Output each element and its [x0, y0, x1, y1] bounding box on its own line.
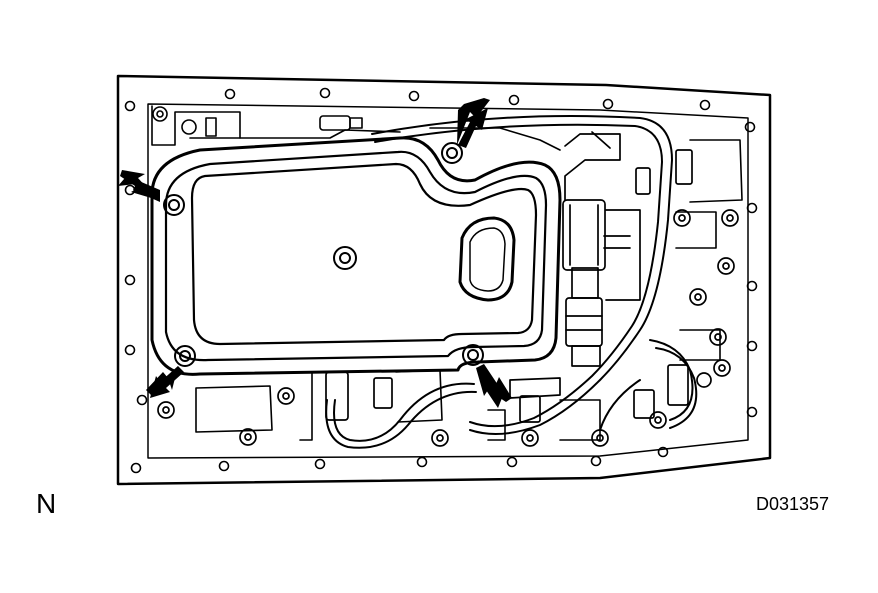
case-outline: [116, 74, 772, 486]
solenoid-assembly: [562, 131, 641, 367]
arrow-icon: [458, 108, 488, 148]
harness-connectors: [325, 149, 693, 423]
case-inner-rim: [147, 103, 749, 459]
arrow-icon: [457, 98, 490, 145]
view-label: N: [36, 488, 57, 519]
body-bolts: [157, 209, 739, 447]
arrow-icon: [150, 366, 184, 398]
strainer-cover: [190, 162, 538, 346]
strainer-bolts: [163, 142, 484, 367]
upper-left-brackets: [151, 105, 561, 151]
strainer-inner: [164, 150, 548, 362]
arrow-icon: [118, 172, 160, 202]
arrow-icon: [476, 364, 506, 408]
center-boss: [333, 246, 357, 270]
wiring-harness: [325, 115, 698, 449]
figure-code: D031357: [756, 494, 830, 514]
flange-bolt-holes: [124, 87, 758, 474]
strainer-inlet: [458, 216, 516, 302]
